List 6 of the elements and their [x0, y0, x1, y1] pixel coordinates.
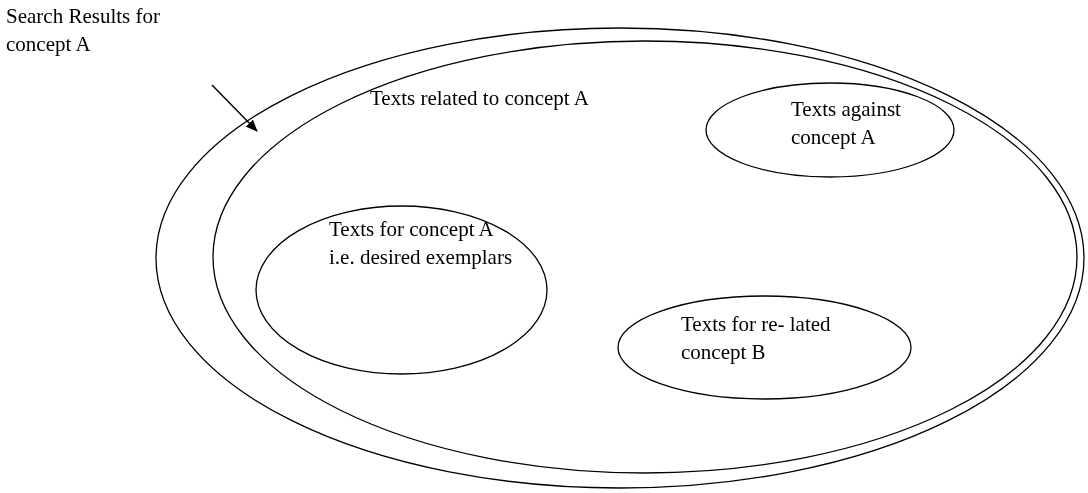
set-label: Texts for re- lated concept B [681, 311, 832, 366]
set-label: Texts related to concept A [370, 85, 590, 112]
set-label: Texts for concept A i.e. desired exemplars [329, 216, 514, 271]
set-label: Texts against concept A [791, 96, 902, 151]
callout-text: Search Results for concept A [6, 3, 161, 58]
arrow [211, 84, 258, 132]
